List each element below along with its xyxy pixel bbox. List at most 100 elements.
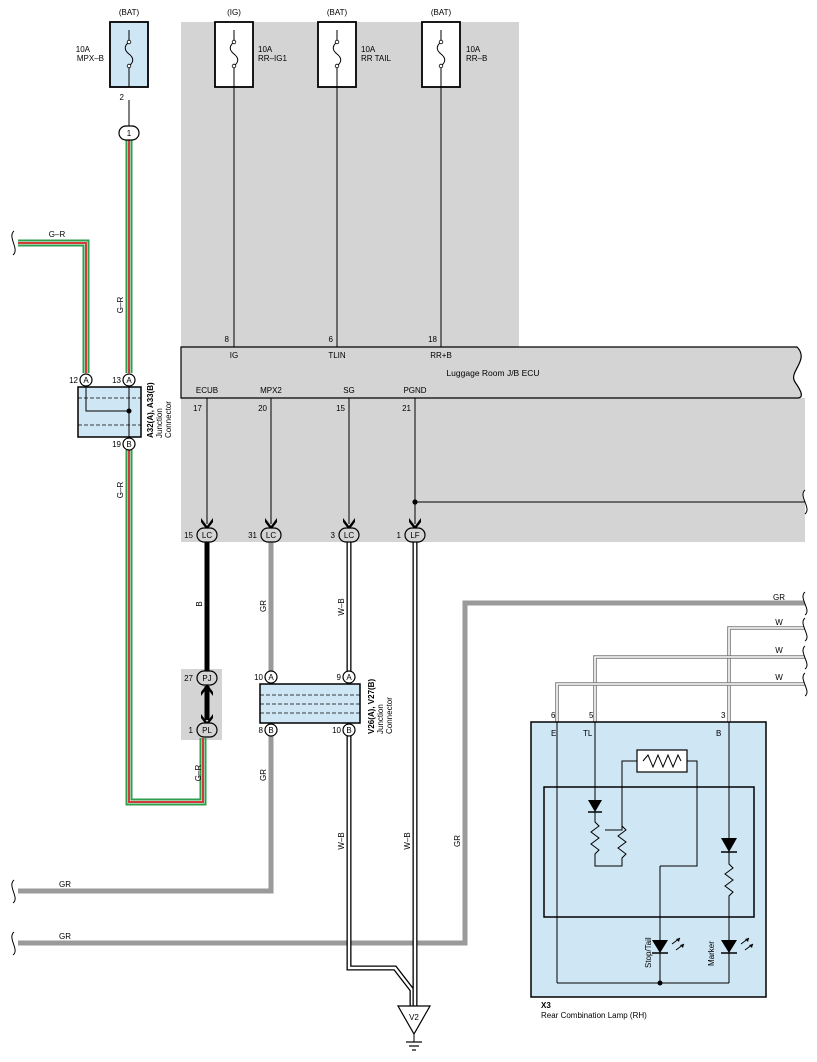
fuse-rr-ig1: (IG) 10A RR–IG1 bbox=[214, 8, 287, 88]
led-stop-tail-icon bbox=[652, 940, 668, 953]
junction-connector-a32-a33: A 12 A 13 B 19 A32(A), A33(B) Junction C… bbox=[69, 373, 173, 451]
connector-label: LC bbox=[266, 531, 276, 540]
ecu-pin-num: 8 bbox=[225, 335, 230, 344]
pin-num: 9 bbox=[337, 673, 342, 682]
lamp-id: X3 bbox=[541, 1001, 551, 1010]
connector-pin: 1 bbox=[189, 726, 194, 735]
connector-label: PL bbox=[202, 726, 212, 735]
junction-subtitle-2: Connector bbox=[385, 697, 394, 734]
connector-label: LF bbox=[410, 531, 419, 540]
pin-tag: A bbox=[268, 673, 274, 682]
lamp-pin-name: B bbox=[716, 729, 721, 738]
fuse-rating: 10A bbox=[76, 45, 91, 54]
wire-color-label: W bbox=[775, 646, 783, 655]
resistor-box bbox=[636, 749, 688, 773]
connector-lc3: LC 3 bbox=[331, 527, 360, 543]
pin-tag: B bbox=[346, 726, 351, 735]
ecu-body bbox=[180, 346, 802, 399]
fuse-rating: 10A bbox=[361, 45, 376, 54]
resistor-icon bbox=[724, 852, 734, 940]
connector-pill-1 bbox=[118, 125, 140, 141]
fuse-rr-b: (BAT) 10A RR–B bbox=[421, 8, 487, 88]
junction-subtitle-1: Junction bbox=[155, 408, 164, 438]
ground-label: V2 bbox=[409, 1013, 419, 1022]
ecu-pin-num: 21 bbox=[402, 404, 411, 413]
connector-pl: PL 1 bbox=[189, 722, 218, 738]
lamp-pin-num: 6 bbox=[551, 711, 556, 720]
ecu-pin-name: SG bbox=[343, 386, 355, 395]
wire-color-label: G–R bbox=[194, 765, 203, 782]
pin-circle bbox=[342, 723, 356, 737]
wire-w-lamp-b bbox=[727, 626, 805, 722]
junction-subtitle-1: Junction bbox=[376, 704, 385, 734]
wire-break bbox=[802, 617, 808, 642]
wire-color-label: GR bbox=[259, 600, 268, 612]
fuse-rating: 10A bbox=[258, 45, 273, 54]
led-label: Marker bbox=[707, 941, 716, 966]
connector-label: PJ bbox=[202, 674, 211, 683]
ecu-pin-num: 17 bbox=[193, 404, 202, 413]
wire-g-r-junction-to-pl bbox=[125, 450, 207, 806]
pin-circle bbox=[264, 670, 278, 684]
junction-body bbox=[77, 386, 142, 438]
ecu-pin-num: 6 bbox=[329, 335, 334, 344]
wire-w-lamp-e bbox=[555, 682, 805, 722]
wire-break bbox=[802, 591, 808, 616]
connector-pin: 3 bbox=[331, 531, 336, 540]
connector-pin: 27 bbox=[184, 674, 193, 683]
wire-gr-out2 bbox=[18, 600, 805, 946]
lamp-pin-name: E bbox=[551, 729, 556, 738]
fuse-supply: (BAT) bbox=[431, 8, 452, 17]
wire-break bbox=[802, 645, 808, 670]
fuse-name: RR–IG1 bbox=[258, 54, 287, 63]
fuse-symbol bbox=[229, 30, 239, 87]
pin-num: 10 bbox=[332, 726, 341, 735]
fuse-symbol bbox=[436, 30, 446, 87]
diode-icon bbox=[721, 838, 737, 852]
fuse-symbol bbox=[124, 30, 134, 87]
wire-color-label: W–B bbox=[403, 832, 412, 849]
ground-v2: V2 bbox=[396, 1005, 432, 1051]
lamp-pin-name: TL bbox=[583, 729, 593, 738]
pin-circle bbox=[79, 373, 93, 387]
pin-tag: A bbox=[83, 376, 89, 385]
wire-break bbox=[11, 879, 16, 904]
lamp-pin-num: 5 bbox=[589, 711, 594, 720]
wire-color-label: W bbox=[775, 618, 783, 627]
connector-label: 1 bbox=[127, 129, 132, 138]
fuse-symbol bbox=[332, 30, 342, 87]
wire-break bbox=[11, 230, 16, 256]
ecu-pin-num: 20 bbox=[258, 404, 267, 413]
ecu-pin-name: MPX2 bbox=[260, 386, 282, 395]
pin-tag: A bbox=[126, 376, 132, 385]
wire-g-r-left-input bbox=[18, 239, 90, 373]
junction-body bbox=[259, 683, 361, 724]
fuse-supply: (BAT) bbox=[327, 8, 348, 17]
ecu-name: Luggage Room J/B ECU bbox=[446, 368, 539, 378]
ecu-pin-name: RR+B bbox=[430, 351, 452, 360]
fuse-pin: 2 bbox=[120, 93, 125, 102]
ecu-pin-num: 15 bbox=[336, 404, 345, 413]
connector-lf1: LF 1 bbox=[397, 527, 426, 543]
fuse-rating: 10A bbox=[466, 45, 481, 54]
wire-color-label: G–R bbox=[116, 482, 125, 499]
connector-pj: PJ 27 bbox=[184, 670, 218, 686]
pin-num: 8 bbox=[259, 726, 264, 735]
wire-break bbox=[11, 931, 16, 956]
junction-connector-v26-v27: A 10 A 9 B 8 B 10 V26(A), V27(B) Junctio… bbox=[254, 670, 394, 737]
pin-num: 19 bbox=[112, 440, 121, 449]
pin-num: 10 bbox=[254, 673, 263, 682]
pin-num: 13 bbox=[112, 376, 121, 385]
wire-color-label: GR bbox=[59, 880, 71, 889]
pin-circle bbox=[264, 723, 278, 737]
wire-w-lamp-tl bbox=[593, 655, 805, 722]
fuse-name: RR TAIL bbox=[361, 54, 391, 63]
ecu-lower-area bbox=[181, 398, 805, 542]
wire-color-label: W bbox=[775, 673, 783, 682]
wire-color-label: W–B bbox=[337, 598, 346, 615]
splice-dot bbox=[657, 980, 663, 986]
pin-circle bbox=[342, 670, 356, 684]
junction-subtitle-2: Connector bbox=[164, 401, 173, 438]
wire-color-label: G–R bbox=[116, 297, 125, 314]
